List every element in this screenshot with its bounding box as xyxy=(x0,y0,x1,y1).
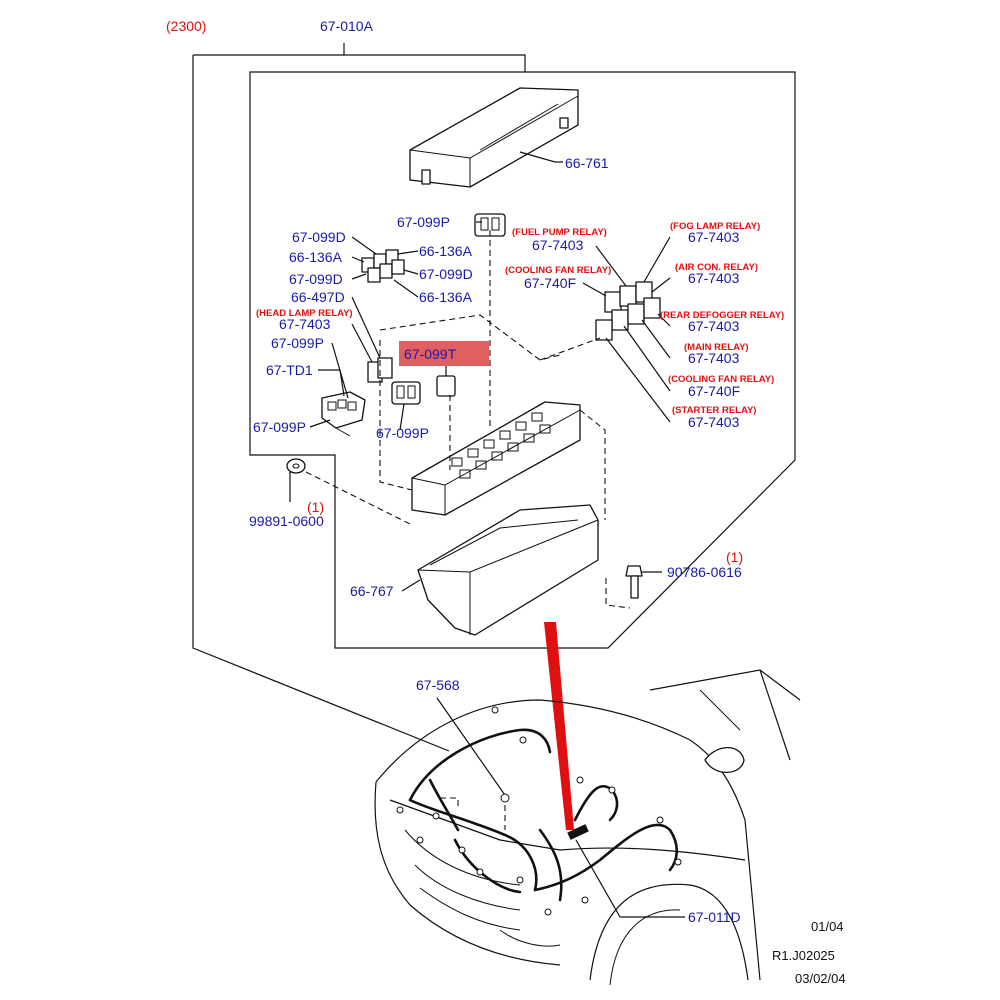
label-66-767: 66-767 xyxy=(350,583,394,599)
fuse-67-099P-mid xyxy=(391,381,421,405)
label-67-011D: 67-011D xyxy=(688,909,741,925)
qty-99891: (1) xyxy=(307,499,324,515)
footer-date: 03/02/04 xyxy=(795,971,846,986)
footer-ref: R1.J02025 xyxy=(772,948,835,963)
label-67-7403-fuel: 67-7403 xyxy=(532,237,584,253)
relay-main: (MAIN RELAY) xyxy=(684,342,749,353)
label-67-099T: 67-099T xyxy=(404,346,457,362)
fuse-box-body xyxy=(411,401,581,516)
relay-fog-lamp: (FOG LAMP RELAY) xyxy=(670,221,760,232)
label-67-740F-cool2: 67-740F xyxy=(688,383,740,399)
relay-starter: (STARTER RELAY) xyxy=(672,405,756,416)
label-66-761: 66-761 xyxy=(565,155,609,171)
connector-67-TD1 xyxy=(321,391,366,437)
label-66-136A-a: 66-136A xyxy=(419,243,473,259)
fuse-box-lower-case xyxy=(417,504,599,636)
qty-90786: (1) xyxy=(726,549,743,565)
label-67-740F-cool1: 67-740F xyxy=(524,275,576,291)
label-67-7403-aircon: 67-7403 xyxy=(688,270,740,286)
red-pointer-arrow xyxy=(544,622,574,830)
assembly-frame xyxy=(192,43,796,752)
label-67-7403-head: 67-7403 xyxy=(279,316,331,332)
label-67-7403-fog: 67-7403 xyxy=(688,229,740,245)
label-67-7403-rear: 67-7403 xyxy=(688,318,740,334)
label-67-TD1: 67-TD1 xyxy=(266,362,313,378)
relay-cooling-fan-2: (COOLING FAN RELAY) xyxy=(668,374,774,385)
assembly-label: 67-010A xyxy=(320,18,374,34)
mini-fuse-cluster xyxy=(361,249,405,283)
label-67-099D-b: 67-099D xyxy=(419,266,473,282)
label-66-136A-b: 66-136A xyxy=(289,249,343,265)
relay-rear-defogger: (REAR DEFOGGER RELAY) xyxy=(660,310,784,321)
relay-air-con: (AIR CON. RELAY) xyxy=(675,262,758,273)
label-67-099P-left: 67-099P xyxy=(271,335,324,351)
leader-lines xyxy=(309,221,685,918)
fuse-box-cover xyxy=(409,87,579,188)
vehicle-front-sketch xyxy=(374,669,801,986)
label-67-099P-bottom: 67-099P xyxy=(253,419,306,435)
relay-head-lamp: (HEAD LAMP RELAY) xyxy=(256,308,353,319)
label-67-568: 67-568 xyxy=(416,677,460,693)
label-67-7403-main: 67-7403 xyxy=(688,350,740,366)
footer-sheet: 01/04 xyxy=(811,919,844,934)
label-99891-0600: 99891-0600 xyxy=(249,513,324,529)
label-90786-0616: 90786-0616 xyxy=(667,564,742,580)
label-67-099D-c: 67-099D xyxy=(289,271,343,287)
assembly-guide-lines xyxy=(305,230,631,609)
head-lamp-relay xyxy=(367,357,393,383)
fuse-67-099P-top xyxy=(474,213,506,237)
labels: (2300) 67-010A 66-761 67-099P 67-099D 66… xyxy=(166,18,846,986)
relay-cooling-fan-1: (COOLING FAN RELAY) xyxy=(505,265,611,276)
label-66-497D: 66-497D xyxy=(291,289,345,305)
bolt-90786-0616 xyxy=(625,565,662,599)
label-67-099P-top: 67-099P xyxy=(397,214,450,230)
label-66-136A-c: 66-136A xyxy=(419,289,473,305)
highlight-67-099T xyxy=(399,341,489,366)
grommet-99891-0600 xyxy=(286,458,306,502)
relay-cluster-right xyxy=(595,281,661,341)
label-67-7403-starter: 67-7403 xyxy=(688,414,740,430)
relay-fuel-pump: (FUEL PUMP RELAY) xyxy=(512,227,607,238)
label-67-099P-mid: 67-099P xyxy=(376,425,429,441)
fuse-67-099T xyxy=(436,375,456,397)
label-67-099D-a: 67-099D xyxy=(292,229,346,245)
group-code: (2300) xyxy=(166,18,206,34)
